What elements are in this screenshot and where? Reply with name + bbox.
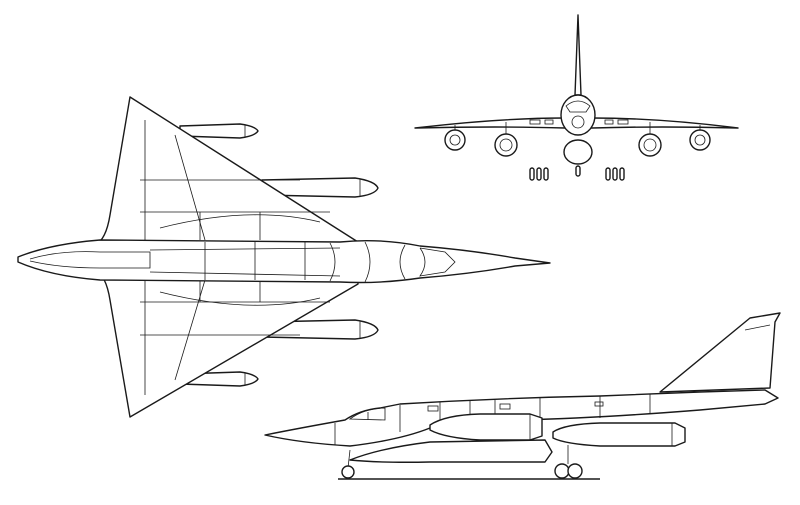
landing-gear-front — [529, 165, 625, 181]
wing-panel-lines — [140, 120, 330, 395]
engine-pod-inner-upper — [261, 177, 379, 198]
engine-front-outer-left — [444, 125, 466, 151]
front-view — [414, 14, 739, 181]
side-view — [264, 312, 781, 480]
landing-gear-side — [338, 445, 600, 480]
fuselage-front — [560, 94, 596, 165]
fuselage-detail-lines — [29, 241, 456, 283]
engine-front-inner-left — [494, 122, 518, 157]
cockpit-canopy — [348, 407, 386, 421]
engine-side-inner — [429, 413, 543, 441]
engine-front-inner-right — [638, 122, 662, 157]
engine-side-outer — [552, 422, 686, 447]
wing-front-details — [529, 119, 629, 125]
fuselage-top — [17, 239, 551, 284]
engine-pod-outer-upper — [179, 123, 259, 139]
engine-front-outer-right — [689, 125, 711, 151]
top-view — [17, 96, 551, 418]
engine-pod-inner-lower — [261, 319, 379, 340]
weapons-pod-side — [349, 439, 553, 463]
vertical-fin-front — [574, 14, 582, 96]
fuselage-side-panels — [334, 394, 651, 445]
vertical-fin-side — [659, 312, 781, 393]
